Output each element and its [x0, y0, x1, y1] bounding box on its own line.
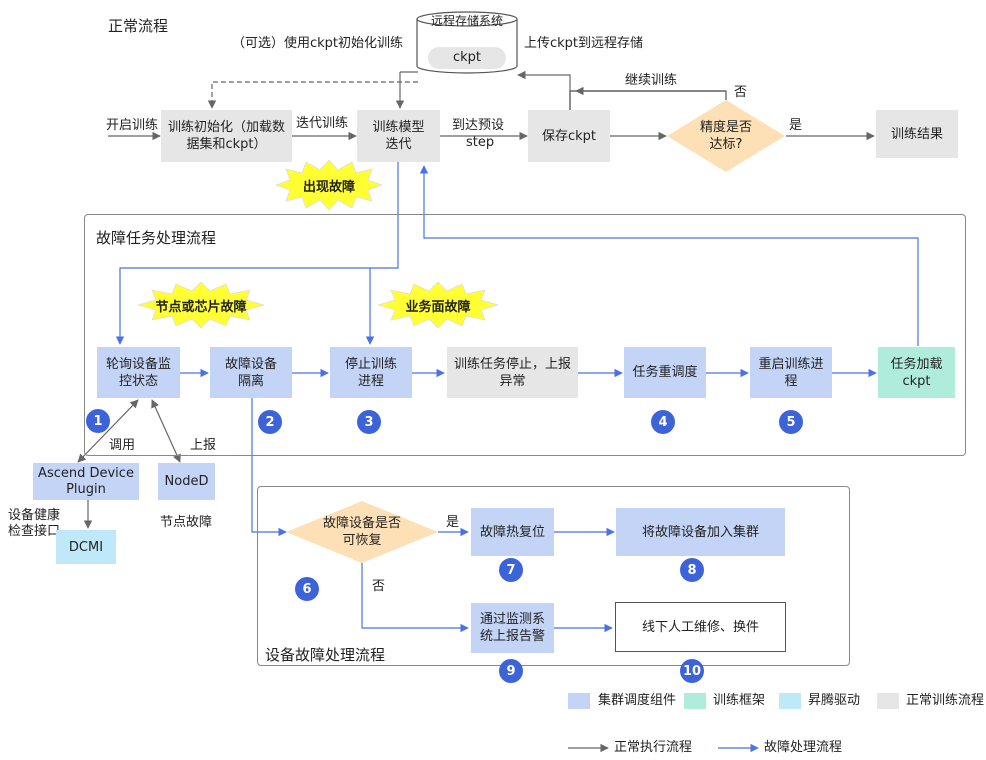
legend-swatch-normal [877, 693, 899, 709]
legend-fault-flow: 故障处理流程 [764, 740, 843, 755]
legend-swatch-cluster [568, 693, 590, 709]
node-restart: 重启训练进 程 [750, 347, 832, 398]
label-no-device: 否 [372, 579, 386, 594]
label-node-fault: 节点故障 [160, 515, 213, 530]
side-arrows [77, 399, 181, 529]
badge-9: 9 [499, 659, 523, 683]
label-iter: 迭代训练 [296, 116, 349, 131]
node-noded: NodeD [158, 463, 215, 500]
label-optional: （可选）使用ckpt初始化训练 [232, 36, 404, 51]
node-result: 训练结果 [876, 110, 958, 158]
badge-3: 3 [357, 410, 381, 434]
label-reach: 到达预设 [452, 118, 505, 133]
burst-node-chip-label: 节点或芯片故障 [155, 299, 247, 315]
label-start: 开启训练 [106, 118, 159, 133]
legend-cluster: 集群调度组件 [598, 693, 677, 708]
node-train: 训练模型 迭代 [357, 110, 440, 162]
burst-fault-label: 出现故障 [302, 179, 355, 195]
badge-2: 2 [258, 410, 282, 434]
node-hotreset: 故障热复位 [471, 508, 554, 556]
label-yes-top: 是 [789, 118, 803, 133]
label-step: step [466, 135, 495, 150]
badge-4: 4 [651, 410, 675, 434]
storage-ckpt: ckpt [428, 47, 506, 69]
label-call: 调用 [109, 438, 136, 453]
node-reschedule: 任务重调度 [624, 347, 706, 398]
badge-1: 1 [86, 409, 110, 433]
node-isolate: 故障设备 隔离 [210, 347, 292, 398]
node-save: 保存ckpt [528, 110, 610, 162]
decision-label: 精度是否 达标? [699, 120, 752, 152]
legend-swatch-driver [779, 693, 801, 709]
label-yes-device: 是 [446, 515, 460, 530]
node-poll: 轮询设备监 控状态 [97, 347, 180, 398]
device-fault-frame [257, 486, 850, 666]
fault-flow-arrows [115, 162, 919, 633]
node-alarm: 通过监测系 统上报告警 [471, 603, 554, 653]
title-normal: 正常流程 [108, 17, 169, 35]
legend-normal-flow: 正常执行流程 [614, 740, 693, 755]
node-join: 将故障设备加入集群 [616, 508, 785, 556]
node-dcmi: DCMI [56, 530, 116, 564]
node-ascend-plugin: Ascend Device Plugin [33, 463, 139, 500]
remote-storage: 远程存储系统 ckpt [416, 10, 518, 74]
node-init: 训练初始化（加载数 据集和ckpt） [161, 110, 292, 162]
badge-5: 5 [779, 410, 803, 434]
burst-service: 业务面故障 [378, 282, 498, 328]
label-no-top: 否 [734, 85, 748, 100]
node-stop: 停止训练 进程 [330, 347, 412, 398]
legend-framework: 训练框架 [713, 693, 766, 708]
legend-driver: 昇腾驱动 [808, 693, 861, 708]
label-continue: 继续训练 [625, 73, 678, 88]
recoverable-label: 故障设备是否 可恢复 [322, 516, 401, 548]
badge-10: 10 [680, 659, 704, 683]
fault-task-frame [84, 214, 966, 456]
label-upload: 上传ckpt到远程存储 [524, 36, 644, 51]
burst-service-label: 业务面故障 [405, 299, 471, 315]
node-load: 任务加载 ckpt [878, 347, 955, 398]
legend-normal: 正常训练流程 [906, 693, 985, 708]
badge-7: 7 [499, 558, 523, 582]
node-decision: 精度是否 达标? [667, 100, 785, 172]
legend-swatch-framework [684, 693, 706, 709]
badge-8: 8 [680, 558, 704, 582]
badge-6: 6 [295, 577, 319, 601]
storage-title: 远程存储系统 [430, 14, 503, 28]
normal-flow-arrows [108, 70, 875, 141]
label-health: 设备健康 检查接口 [8, 508, 61, 539]
node-report: 训练任务停止，上报 异常 [447, 347, 578, 398]
label-report: 上报 [190, 438, 217, 453]
node-recoverable: 故障设备是否 可恢复 [286, 501, 438, 563]
burst-fault: 出现故障 [276, 160, 382, 210]
title-fault: 故障任务处理流程 [96, 229, 217, 247]
burst-node-chip: 节点或芯片故障 [138, 282, 264, 328]
title-device: 设备故障处理流程 [265, 646, 386, 664]
node-offline: 线下人工维修、换件 [615, 602, 786, 652]
